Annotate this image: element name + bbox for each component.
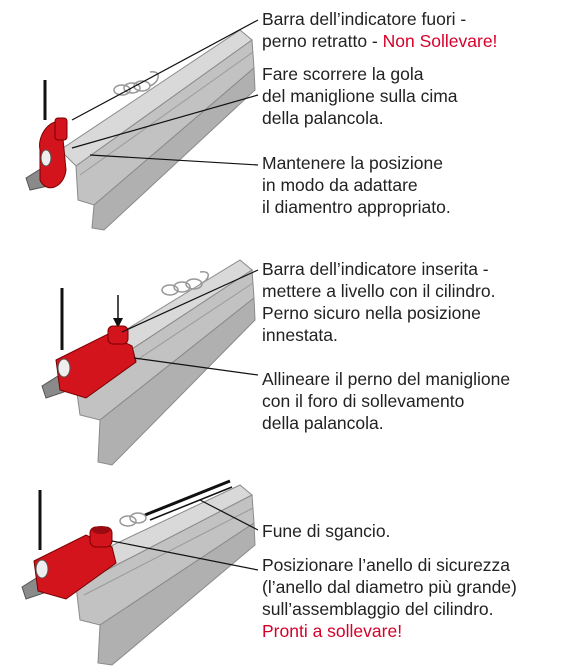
cable-coil-2	[161, 271, 209, 296]
callout-text: il diamentro appropriato.	[262, 197, 451, 217]
callout-text: Allineare il perno del maniglione	[262, 369, 511, 389]
callout-text: con il foro di sollevamento	[262, 391, 465, 411]
callout-text: Fune di sgancio.	[262, 521, 391, 541]
sheet-pile-1	[59, 29, 256, 231]
step-1-callout-3: Mantenere la posizione in modo da adatta…	[262, 152, 451, 218]
shackle-clamp-3	[21, 526, 117, 600]
callout-text: della palancola.	[262, 108, 384, 128]
callout-text: perno retratto -	[262, 31, 383, 51]
step-2-callout-1: Barra dell’indicatore inserita - mettere…	[262, 258, 495, 346]
step-3-callout-1: Fune di sgancio.	[262, 520, 390, 542]
leader-line-1b	[71, 94, 259, 149]
leader-line-2b	[133, 357, 259, 376]
callout-text: Barra dell’indicatore inserita -	[262, 259, 489, 279]
step-2-callout-2: Allineare il perno del maniglione con il…	[262, 368, 510, 434]
leader-line-3a	[199, 499, 259, 531]
step-3-callout-2: Posizionare l’anello di sicurezza (l’ane…	[262, 554, 517, 642]
step-1-panel: Barra dell’indicatore fuori - perno retr…	[0, 0, 564, 240]
step-1-callout-1: Barra dell’indicatore fuori - perno retr…	[262, 8, 497, 52]
leader-line-3b	[111, 540, 259, 571]
callout-text: Fare scorrere la gola	[262, 64, 424, 84]
step-2-illustration	[41, 259, 259, 466]
callout-text: in modo da adattare	[262, 175, 418, 195]
release-rope	[144, 479, 233, 521]
callout-text: della palancola.	[262, 413, 384, 433]
callout-text: del maniglione sulla cima	[262, 86, 458, 106]
leader-line-1a	[71, 19, 259, 121]
callout-text: sull’assemblaggio del cilindro.	[262, 599, 494, 619]
shackle-clamp-1	[25, 117, 68, 191]
warning-text: Non Sollevare!	[382, 31, 498, 51]
leader-line-2a	[121, 269, 259, 333]
callout-text: Mantenere la posizione	[262, 153, 443, 173]
callout-text: Posizionare l’anello di sicurezza	[262, 555, 511, 575]
warning-text: Pronti a sollevare!	[262, 621, 403, 641]
shackle-clamp-2	[41, 325, 137, 399]
step-2-panel: Barra dell’indicatore inserita - mettere…	[0, 250, 564, 475]
callout-text: (l’anello dal diametro più grande)	[262, 577, 517, 597]
callout-text: Barra dell’indicatore fuori -	[262, 9, 467, 29]
step-3-illustration	[21, 479, 259, 666]
callout-text: innestata.	[262, 325, 338, 345]
callout-text: Perno sicuro nella posizione	[262, 303, 481, 323]
step-3-panel: Fune di sgancio. Posizionare l’anello di…	[0, 475, 564, 670]
cable-coil-3	[119, 512, 147, 527]
leader-line-1c	[89, 154, 259, 166]
callout-text: mettere a livello con il cilindro.	[262, 281, 496, 301]
step-1-illustration	[25, 19, 259, 231]
indicator-arrow-2	[113, 295, 123, 328]
step-1-callout-2: Fare scorrere la gola del maniglione sul…	[262, 63, 458, 129]
